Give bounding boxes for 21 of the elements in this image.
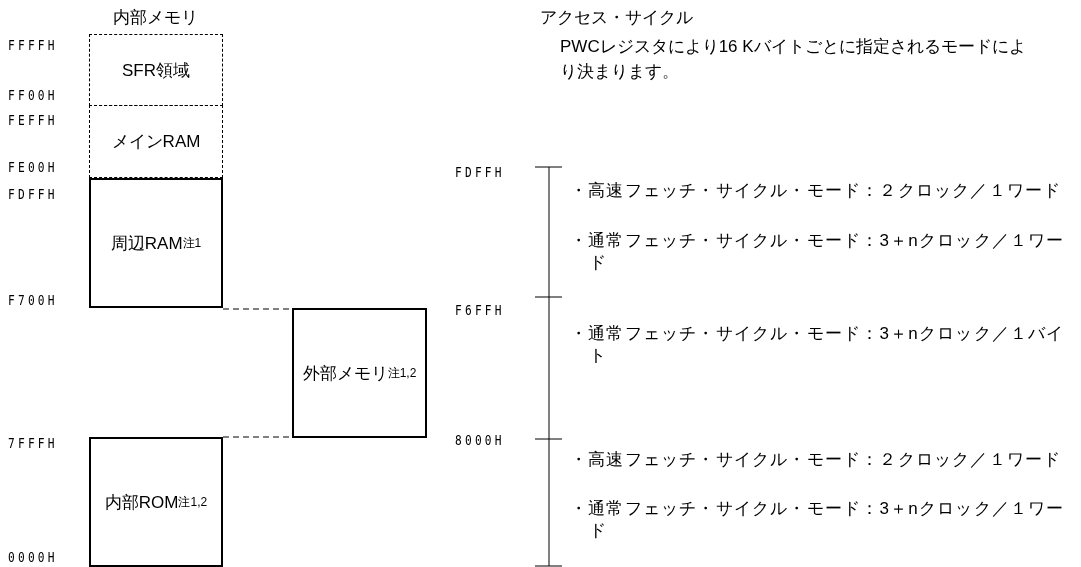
heading: アクセス・サイクル <box>540 7 693 29</box>
address-label: 0000H <box>8 548 58 567</box>
memory-block: メインRAM <box>89 105 223 178</box>
bullet-text: ・通常フェッチ・サイクル・モード：3＋nクロック／１ワード <box>570 498 1066 542</box>
address-label: FFFFH <box>8 36 58 55</box>
bullet-text: ・高速フェッチ・サイクル・モード：２クロック／１ワード <box>570 449 1063 471</box>
address-label: FE00H <box>8 158 58 177</box>
address-label: FF00H <box>8 86 58 105</box>
address-label: FDFFH <box>455 163 505 182</box>
description-text: PWCレジスタにより16 Kバイトごとに指定されるモードにより決まります。 <box>560 36 1027 83</box>
address-label: 7FFFH <box>8 434 58 453</box>
address-label: F6FFH <box>455 301 505 320</box>
bullet-text: ・通常フェッチ・サイクル・モード：3＋nクロック／１バイト <box>570 323 1066 367</box>
heading: 内部メモリ <box>112 7 198 29</box>
address-label: FEFFH <box>8 111 58 130</box>
address-label: F700H <box>8 291 58 310</box>
address-label: 8000H <box>455 431 505 450</box>
address-label: FDFFH <box>8 185 58 204</box>
memory-block: SFR領域 <box>89 34 223 106</box>
bullet-text: ・通常フェッチ・サイクル・モード：3＋nクロック／１ワード <box>570 230 1066 274</box>
bullet-text: ・高速フェッチ・サイクル・モード：２クロック／１ワード <box>570 180 1063 202</box>
